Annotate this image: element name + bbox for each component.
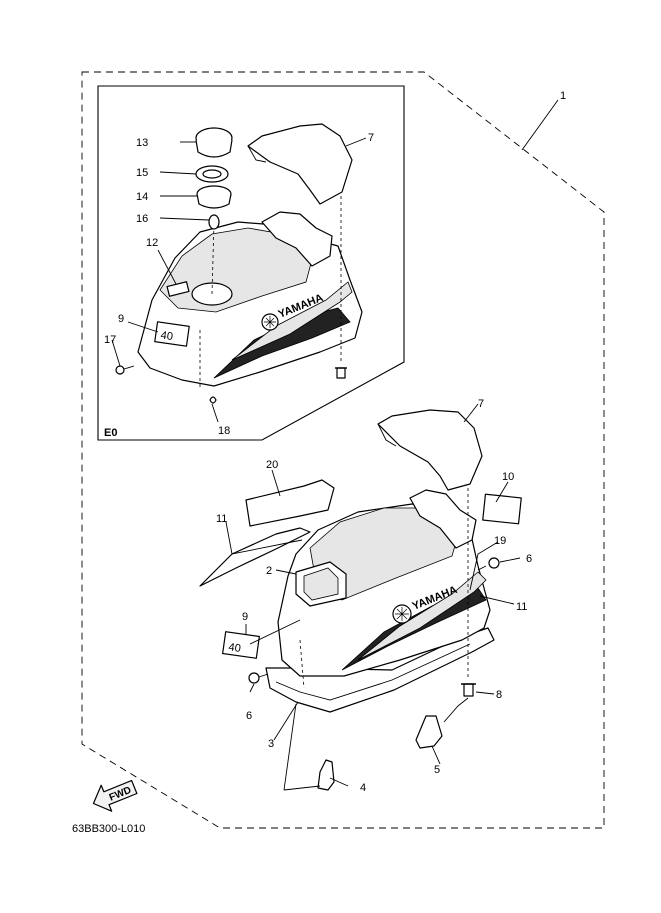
upper-label-plate: [166, 281, 190, 297]
callout-7-lower: 7: [478, 398, 484, 410]
leader-lines: [111, 99, 559, 791]
upper-40-decal: 40: [154, 321, 190, 347]
callout-7-upper: 7: [368, 132, 374, 144]
pad-20: [245, 479, 335, 527]
screw-17: [115, 365, 135, 375]
decal-strip-11-left: [199, 527, 311, 587]
callout-labels: 1 7 13 15 14 16 12 9 17 18 E0 7 20 10 11…: [104, 90, 566, 794]
label-10: [482, 493, 522, 525]
lower-40-decal: 40: [222, 631, 260, 659]
callout-13: 13: [136, 137, 148, 149]
inset-tag: E0: [104, 427, 117, 439]
upper-vent-saddle: [261, 211, 333, 267]
screw-6-left: [248, 672, 269, 684]
holder-14: [196, 185, 232, 209]
upper-stripe-band: [231, 281, 353, 361]
filler-cap-13: [195, 127, 233, 158]
vent-cover-upper: [247, 123, 353, 205]
callout-18: 18: [218, 425, 230, 437]
callout-5: 5: [434, 764, 440, 776]
callout-1: 1: [560, 90, 566, 102]
callout-16: 16: [136, 213, 148, 225]
upper-bolt: [335, 367, 347, 379]
rubber-seal-3: [265, 627, 495, 713]
callout-11-left: 11: [216, 513, 227, 525]
inset-box: [97, 85, 405, 441]
upper-side-stripe: [213, 307, 351, 379]
callout-12: 12: [146, 237, 158, 249]
callout-15: 15: [136, 167, 148, 179]
fwd-arrow-icon: FWD: [92, 779, 138, 812]
bracket-5: [415, 715, 443, 749]
callout-14: 14: [136, 191, 148, 203]
assembly-boundary: [81, 71, 605, 829]
callout-6-left: 6: [246, 710, 252, 722]
callout-10: 10: [502, 471, 514, 483]
callout-9-upper: 9: [118, 313, 124, 325]
callout-9-lower: 9: [242, 611, 248, 623]
callout-2: 2: [266, 565, 272, 577]
callout-20: 20: [266, 459, 278, 471]
callout-8: 8: [496, 689, 502, 701]
callout-3: 3: [268, 738, 274, 750]
bolt-8: [461, 683, 476, 697]
callout-4: 4: [360, 782, 366, 794]
service-lid-2: [295, 561, 347, 607]
callout-17: 17: [104, 334, 116, 346]
vent-cover-lower: [377, 409, 483, 491]
callout-6-right: 6: [526, 553, 532, 565]
bracket-4: [317, 759, 335, 791]
lower-cowling-assembly: YAMAHA: [265, 458, 495, 713]
part-code: 63BB300-L010: [72, 823, 145, 835]
svg-text:40: 40: [228, 641, 242, 655]
grommet-18: [209, 396, 217, 404]
lower-vent-saddle: [409, 489, 477, 549]
upper-cowling-assembly: YAMAHA 40: [115, 148, 363, 404]
callout-19: 19: [494, 535, 506, 547]
ring-16: [208, 214, 220, 230]
svg-text:40: 40: [160, 329, 174, 343]
callout-11-right: 11: [516, 601, 527, 613]
screw-6-right: [477, 557, 500, 571]
seal-15: [195, 165, 229, 183]
